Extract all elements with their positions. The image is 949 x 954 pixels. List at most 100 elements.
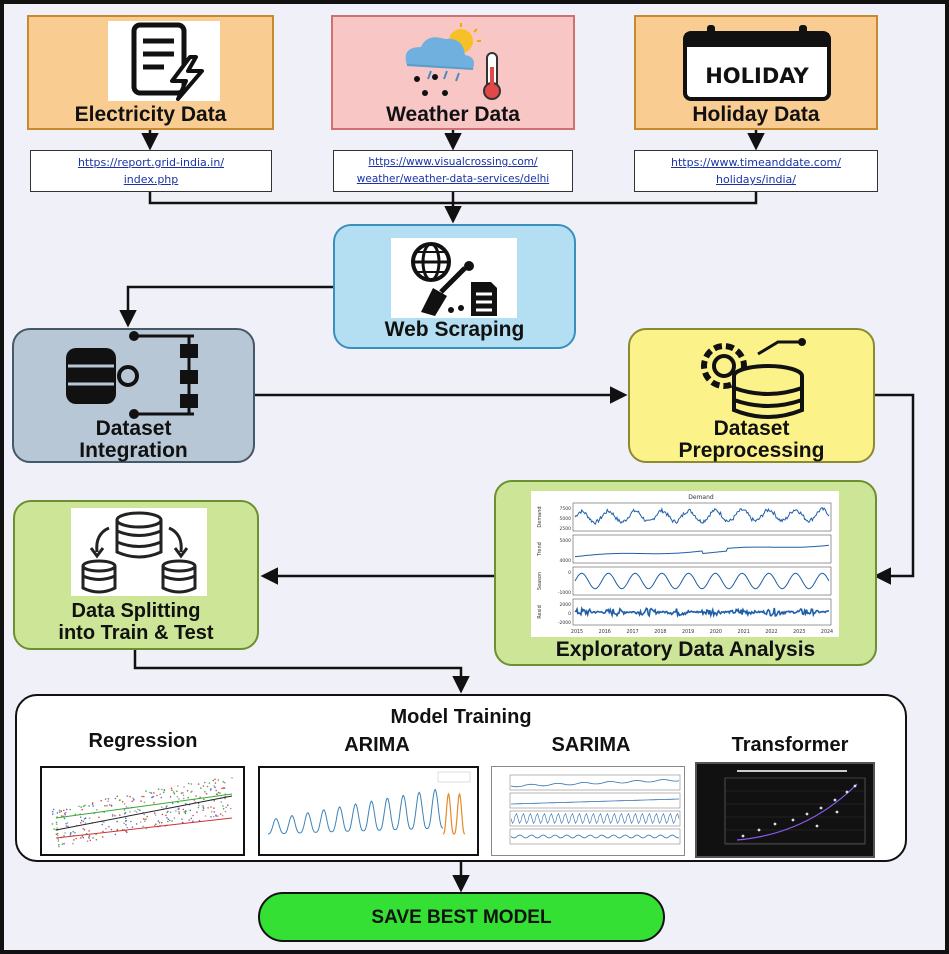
weather-cloud-thermometer-icon bbox=[391, 23, 521, 103]
electricity-url-line2[interactable]: index.php bbox=[123, 173, 179, 186]
regression-point bbox=[178, 811, 180, 813]
regression-point bbox=[61, 843, 64, 845]
eda-series-line bbox=[574, 605, 830, 619]
regression-point bbox=[146, 815, 148, 818]
regression-point bbox=[72, 830, 74, 833]
electricity-url-box[interactable]: https://report.grid-india.in/ index.php bbox=[30, 150, 272, 192]
regression-point bbox=[73, 839, 75, 841]
regression-point bbox=[56, 812, 59, 814]
regression-point bbox=[130, 820, 132, 823]
regression-point bbox=[190, 817, 193, 820]
regression-point bbox=[91, 803, 94, 806]
regression-point bbox=[178, 798, 180, 800]
model-training-title: Model Training bbox=[390, 706, 532, 728]
regression-point bbox=[204, 815, 207, 817]
regression-point bbox=[196, 811, 198, 813]
regression-point bbox=[171, 789, 173, 791]
sarima-series-line bbox=[511, 798, 679, 805]
regression-point bbox=[65, 822, 67, 825]
regression-point bbox=[131, 800, 133, 803]
weather-url-line1[interactable]: https://www.visualcrossing.com/ bbox=[368, 156, 538, 168]
regression-point bbox=[158, 821, 161, 824]
regression-point bbox=[109, 804, 111, 806]
regression-point bbox=[84, 804, 86, 807]
electricity-data-node: Electricity Data bbox=[27, 15, 274, 130]
transformer-point bbox=[835, 810, 839, 814]
regression-point bbox=[70, 832, 72, 834]
electricity-url-line1[interactable]: https://report.grid-india.in/ bbox=[77, 156, 225, 169]
save-best-model-node[interactable]: SAVE BEST MODEL bbox=[258, 892, 665, 942]
regression-point bbox=[222, 787, 225, 789]
preprocessing-line2: Preprocessing bbox=[678, 439, 825, 462]
dataset-preprocessing-node: Dataset Preprocessing bbox=[628, 328, 875, 463]
regression-point bbox=[63, 817, 66, 820]
regression-point bbox=[74, 832, 76, 834]
regression-point bbox=[141, 795, 143, 798]
regression-point bbox=[156, 794, 158, 797]
eda-x-tick-label: 2023 bbox=[793, 629, 805, 635]
regression-point bbox=[56, 827, 58, 829]
regression-point bbox=[197, 783, 200, 785]
regression-point bbox=[204, 781, 206, 784]
regression-point bbox=[175, 810, 177, 812]
holiday-url-line1[interactable]: https://www.timeanddate.com/ bbox=[671, 156, 841, 169]
weather-url-line2[interactable]: weather/weather-data-services/delhi bbox=[356, 173, 550, 185]
sarima-panel bbox=[509, 828, 681, 845]
regression-point bbox=[108, 825, 110, 828]
holiday-url-box[interactable]: https://www.timeanddate.com/ holidays/in… bbox=[634, 150, 878, 192]
regression-point bbox=[57, 834, 59, 837]
holiday-url-line2[interactable]: holidays/india/ bbox=[716, 173, 796, 186]
regression-point bbox=[167, 810, 169, 813]
arima-series-line bbox=[267, 788, 444, 835]
regression-point bbox=[142, 825, 144, 828]
eda-tick-label: 0 bbox=[568, 570, 571, 576]
regression-point bbox=[126, 795, 128, 797]
regression-point bbox=[80, 806, 82, 808]
regression-point bbox=[137, 808, 139, 811]
regression-point bbox=[169, 819, 171, 822]
calendar-holiday-text: HOLIDAY bbox=[705, 64, 809, 88]
regression-point bbox=[58, 811, 61, 813]
regression-point bbox=[102, 830, 104, 833]
regression-point bbox=[216, 793, 219, 796]
regression-point bbox=[88, 805, 90, 807]
regression-point bbox=[56, 832, 59, 835]
regression-point bbox=[225, 806, 227, 809]
eda-tick-label: -2000 bbox=[558, 620, 571, 626]
regression-point bbox=[58, 843, 60, 846]
regression-point bbox=[213, 800, 215, 802]
regression-point bbox=[169, 811, 172, 813]
regression-point bbox=[169, 796, 172, 798]
eda-x-tick-label: 2020 bbox=[710, 629, 722, 635]
regression-point bbox=[145, 818, 147, 820]
eda-label: Exploratory Data Analysis bbox=[555, 638, 816, 661]
regression-point bbox=[161, 821, 163, 824]
regression-point bbox=[91, 802, 94, 804]
regression-point bbox=[184, 810, 187, 812]
regression-point bbox=[98, 816, 100, 819]
regression-point bbox=[82, 836, 85, 839]
regression-point bbox=[106, 804, 108, 807]
eda-chart-title: Demand bbox=[688, 494, 714, 501]
regression-point bbox=[202, 785, 205, 787]
regression-point bbox=[74, 813, 77, 816]
regression-point bbox=[197, 806, 200, 809]
regression-point bbox=[161, 806, 163, 809]
regression-point bbox=[64, 832, 66, 834]
model-name-regression: Regression bbox=[88, 730, 198, 752]
regression-point bbox=[217, 791, 220, 794]
regression-point bbox=[52, 808, 55, 811]
regression-point bbox=[125, 817, 127, 820]
eda-series-line bbox=[574, 572, 830, 590]
regression-point bbox=[220, 801, 223, 803]
sarima-panel bbox=[509, 810, 681, 827]
regression-point bbox=[161, 788, 163, 791]
regression-point bbox=[80, 819, 83, 822]
regression-point bbox=[231, 777, 233, 779]
regression-point bbox=[125, 805, 128, 808]
regression-point bbox=[110, 804, 113, 807]
regression-point bbox=[129, 811, 131, 813]
regression-point bbox=[153, 812, 156, 814]
regression-point bbox=[188, 819, 190, 821]
weather-url-box[interactable]: https://www.visualcrossing.com/ weather/… bbox=[333, 150, 573, 192]
